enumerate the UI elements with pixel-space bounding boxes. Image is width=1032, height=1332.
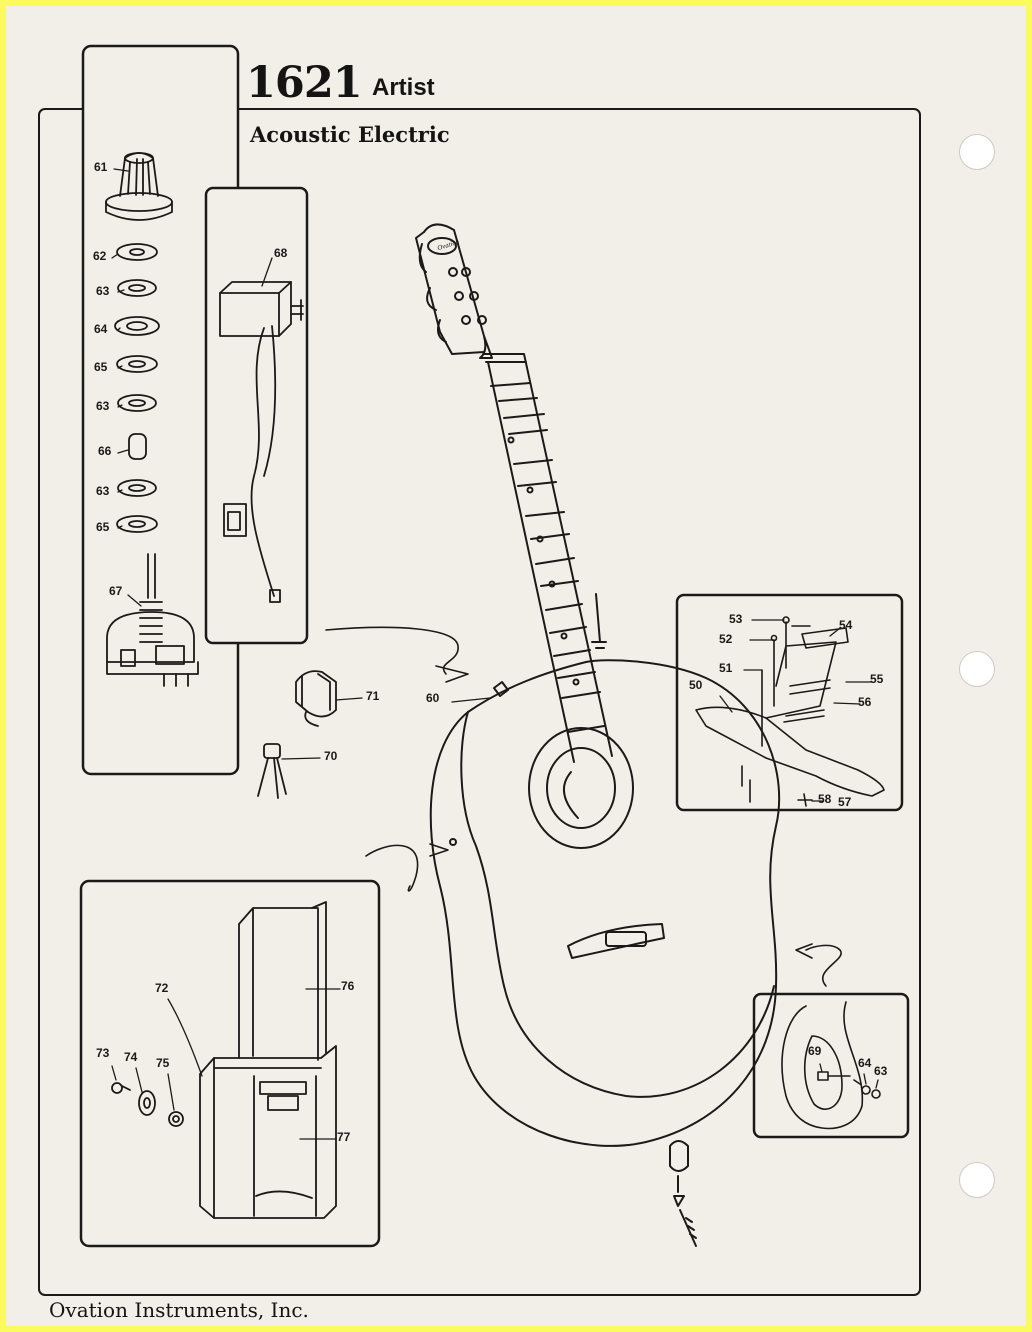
callout-74: 74	[124, 1050, 138, 1064]
callout-68: 68	[274, 246, 288, 260]
callout-56: 56	[858, 695, 872, 709]
callout-54: 54	[839, 618, 853, 632]
pickup-71	[295, 670, 337, 727]
model-name: Artist	[372, 74, 435, 101]
callout-66: 66	[98, 444, 112, 458]
battery-panel	[79, 879, 381, 1248]
preamp-panel	[204, 186, 309, 645]
callout-65: 65	[94, 360, 108, 374]
model-number: 1621	[246, 58, 363, 108]
callout-67: 67	[109, 584, 123, 598]
headstock-logo: Ovation	[436, 238, 460, 253]
callout-53: 53	[729, 612, 743, 626]
callout-75: 75	[156, 1056, 170, 1070]
callout-63: 63	[96, 284, 110, 298]
callout-69: 69	[808, 1044, 822, 1058]
leader-lines	[111, 168, 879, 1140]
connector-70	[257, 743, 287, 799]
callout-58: 58	[818, 792, 832, 806]
knob-61	[105, 152, 173, 221]
callout-71: 71	[366, 689, 380, 703]
exploded-diagram: Ovation	[38, 44, 921, 1296]
guitar	[415, 223, 781, 1247]
battery-box	[111, 901, 337, 1219]
preamp-68	[219, 281, 304, 603]
subtitle: Acoustic Electric	[250, 122, 450, 147]
potentiometer-67	[106, 553, 199, 687]
callout-77: 77	[337, 1130, 351, 1144]
callout-76: 76	[341, 979, 355, 993]
bridge-panel	[675, 593, 904, 812]
bridge-detail	[695, 616, 885, 807]
binder-hole-middle	[959, 651, 995, 687]
callout-55: 55	[870, 672, 884, 686]
parts-sheet: Ovation 1621 Artist Acoustic Electric Ov…	[6, 6, 1026, 1326]
binder-hole-top	[959, 134, 995, 170]
binder-hole-bottom	[959, 1162, 995, 1198]
callout-64: 64	[858, 1056, 872, 1070]
callout-70: 70	[324, 749, 338, 763]
callout-63: 63	[96, 399, 110, 413]
jack-detail	[781, 1001, 881, 1130]
company-name: Ovation Instruments, Inc.	[49, 1298, 309, 1322]
callout-63: 63	[874, 1064, 888, 1078]
callout-72: 72	[155, 981, 169, 995]
main-frame	[38, 108, 921, 1296]
callout-61: 61	[94, 160, 108, 174]
callout-64: 64	[94, 322, 108, 336]
washer-stack	[114, 243, 160, 533]
callout-50: 50	[689, 678, 703, 692]
callout-73: 73	[96, 1046, 110, 1060]
callout-51: 51	[719, 661, 733, 675]
callout-62: 62	[93, 249, 107, 263]
callout-65: 65	[96, 520, 110, 534]
callout-60: 60	[426, 691, 440, 705]
callout-57: 57	[838, 795, 852, 809]
callout-52: 52	[719, 632, 733, 646]
callout-63: 63	[96, 484, 110, 498]
